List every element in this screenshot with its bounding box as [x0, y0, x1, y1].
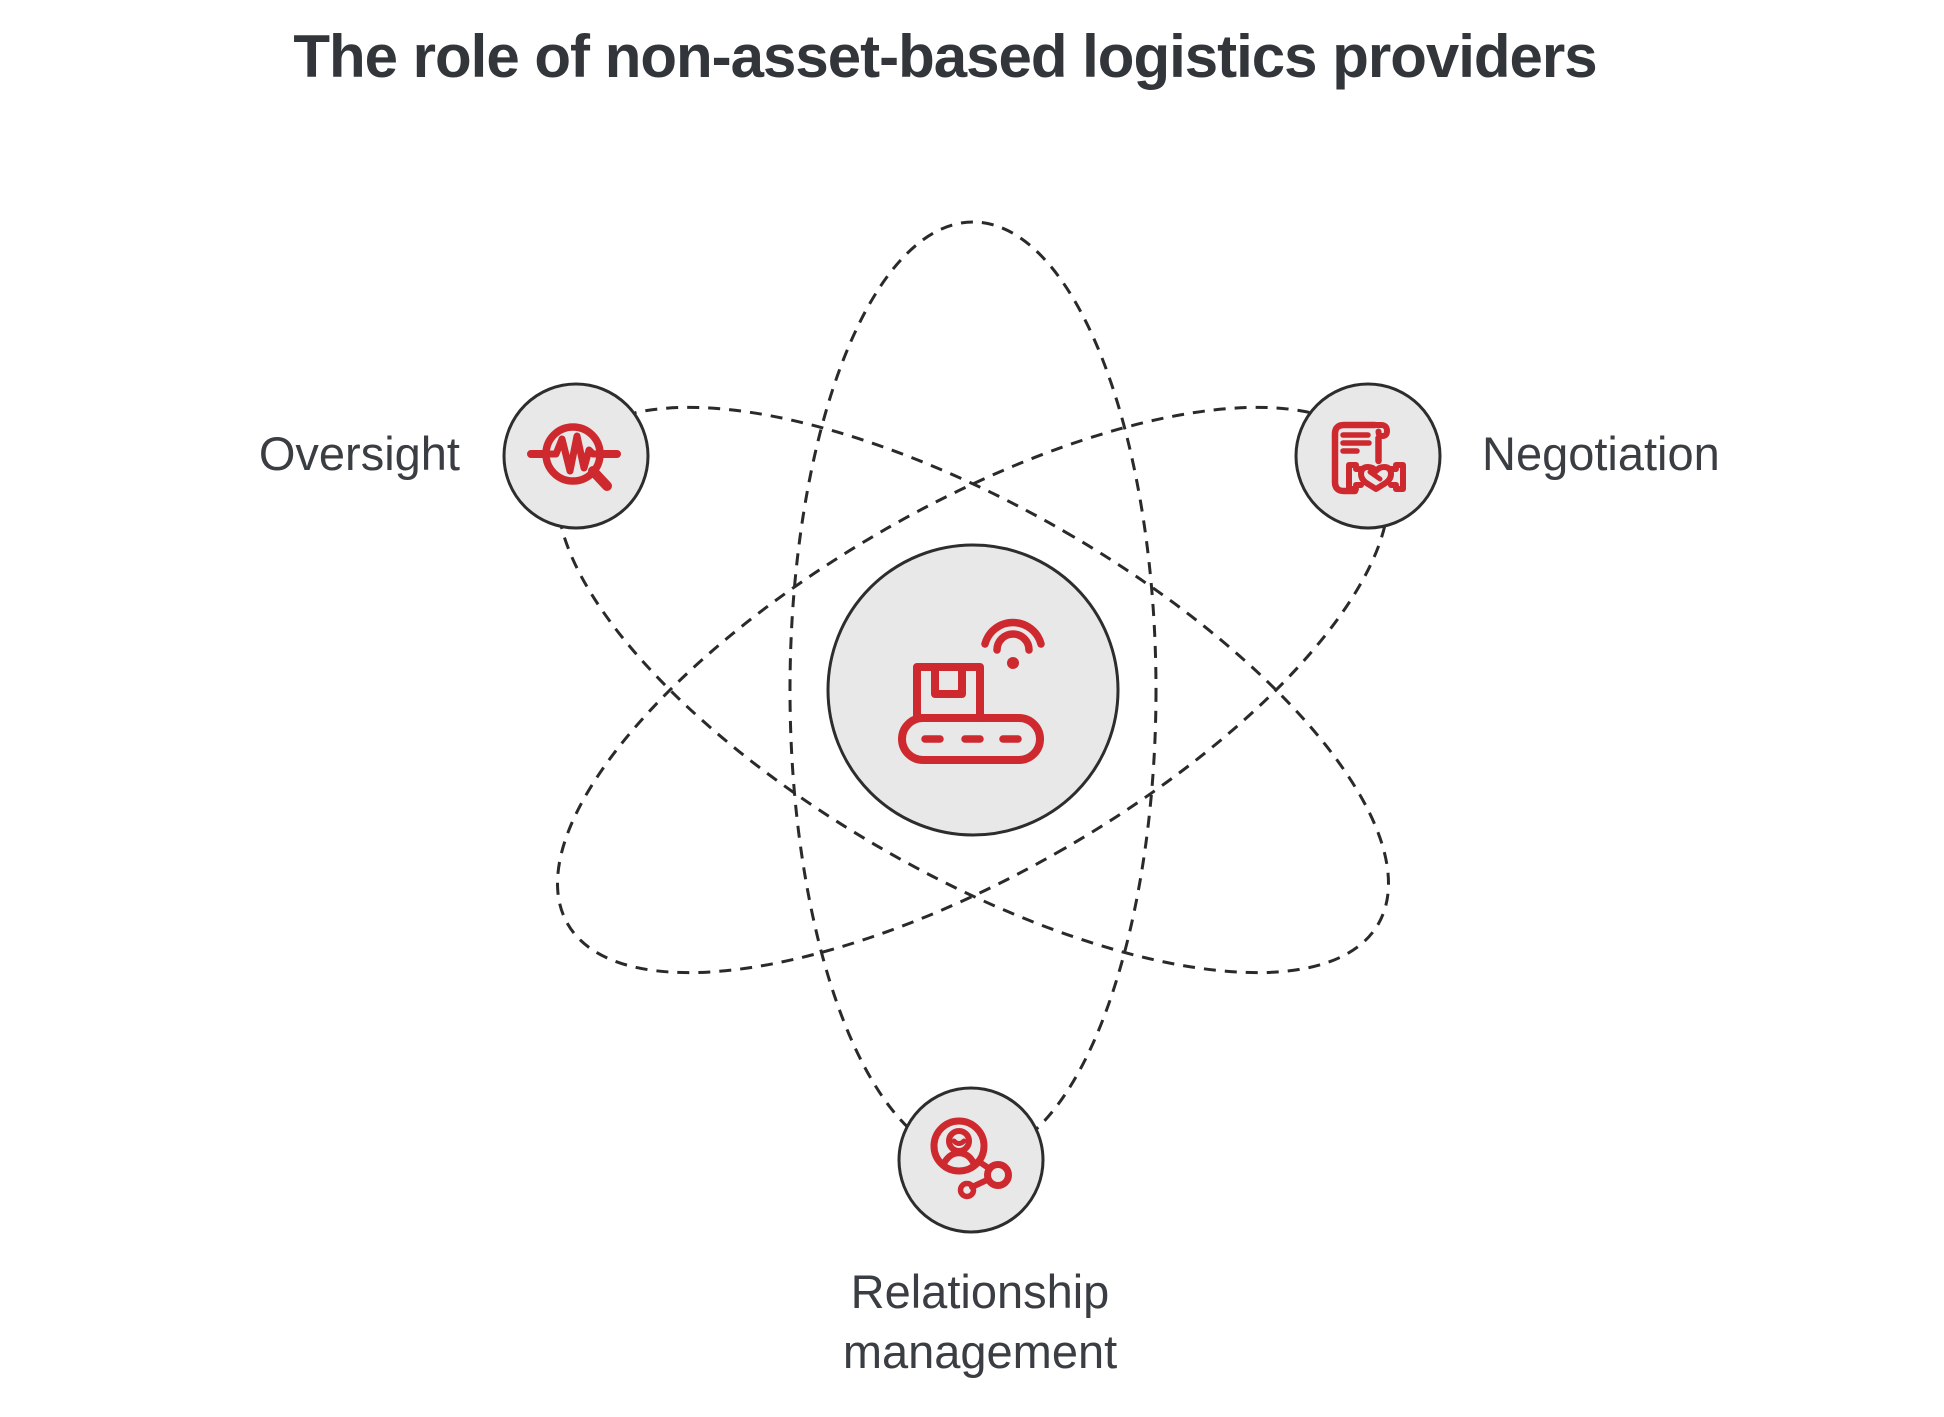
node-oversight [502, 382, 650, 530]
page-title: The role of non-asset-based logistics pr… [293, 23, 1597, 90]
contract-handshake-icon [1331, 421, 1406, 495]
conveyor-belt-wifi-icon [898, 618, 1045, 764]
center-node-circle [826, 543, 1120, 837]
node-negotiation [1294, 382, 1442, 530]
label-relationship-management: Relationship management [842, 1265, 1118, 1378]
negotiation-node-circle [1294, 382, 1442, 530]
label-negotiation: Negotiation [1482, 427, 1720, 480]
pulse-magnifier-icon [527, 423, 621, 491]
label-oversight: Oversight [258, 427, 460, 480]
center-node [826, 543, 1120, 837]
person-network-icon [930, 1117, 1012, 1200]
node-relationship-management [897, 1086, 1045, 1234]
